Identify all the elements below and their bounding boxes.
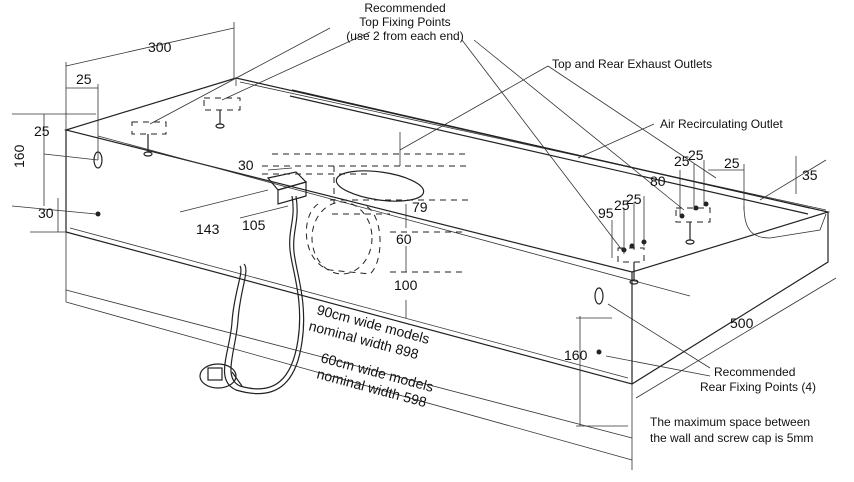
width-60-label: 60cm wide models nominal width 598 [315,349,435,410]
callout-top-fixing: Recommended Top Fixing Points (use 2 fro… [346,1,463,43]
dim-25: 25 [614,197,630,213]
screw-icon [675,207,711,245]
dim-25: 25 [34,123,50,139]
dim-25: 25 [626,191,642,207]
top-fixing-points [131,97,711,285]
callout-text: (use 2 from each end) [346,29,463,43]
keyhole-icon [594,287,604,305]
callout-text: Top Fixing Points [359,15,450,29]
dim-25: 25 [688,147,704,163]
callout-recirc: Air Recirculating Outlet [660,117,783,131]
callout-exhaust: Top and Rear Exhaust Outlets [552,57,712,71]
screw-icon [131,121,167,157]
callout-rear-fixing: Recommended Rear Fixing Points (4) [700,365,816,394]
fixing-dot [95,211,101,217]
dim-105: 105 [242,217,266,233]
dim-143: 143 [196,221,220,237]
note-line: The maximum space between [650,415,810,429]
power-cable [199,171,308,395]
leader-lines [149,27,717,377]
callout-text: Rear Fixing Points (4) [700,380,816,394]
dim-25: 25 [724,155,740,171]
dim-500: 500 [730,315,754,331]
hood-body [63,77,831,385]
note-text: The maximum space between the wall and s… [650,415,813,445]
dim-30: 30 [38,205,54,221]
fixing-dot [596,349,602,355]
dim-79: 79 [412,199,428,215]
callout-text: Recommended [364,1,445,15]
dim-25: 25 [76,71,92,87]
dim-25: 25 [674,153,690,169]
dim-30: 30 [238,157,254,173]
dim-95: 95 [598,205,614,221]
callout-text: Recommended [714,365,795,379]
guide-lines [262,153,470,273]
dim-100: 100 [394,277,418,293]
dimension-lines [11,22,837,470]
dim-60: 60 [396,231,412,247]
dim-80: 80 [650,173,666,189]
dim-300: 300 [148,39,172,55]
dim-35: 35 [802,167,818,183]
screw-icon [617,247,645,285]
dim-160: 160 [564,347,588,363]
dim-160: 160 [11,144,27,168]
note-line: the wall and screw cap is 5mm [650,431,813,445]
screw-icon [203,97,241,129]
